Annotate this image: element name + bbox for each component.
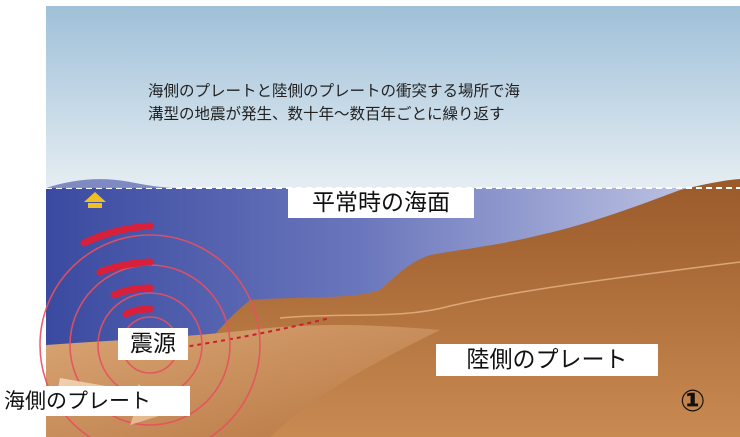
description-line-2: 溝型の地震が発生、数十年～数百年ごとに繰り返す <box>148 105 505 123</box>
land-plate-label: 陸側のプレート <box>436 344 658 376</box>
wave-arcs <box>80 222 154 318</box>
wave-arc-3 <box>110 284 154 299</box>
normal-sea-level-label: 平常時の海面 <box>288 188 474 218</box>
up-arrow-icon <box>84 192 106 208</box>
panel-number: ① <box>680 384 706 419</box>
sky <box>46 6 740 190</box>
wave-arc-1 <box>80 222 154 247</box>
wave-arc-2 <box>96 258 154 276</box>
ocean-plate-label: 海側のプレート <box>0 386 190 416</box>
hypocenter-label: 震源 <box>118 328 188 360</box>
wave-arc-4 <box>122 305 154 318</box>
description-line-1: 海側のプレートと陸側のプレートの衝突する場所で海 <box>148 82 521 100</box>
land-strata-line <box>279 261 740 319</box>
sea-surface-crest <box>46 179 180 188</box>
seismic-ring-4 <box>39 234 261 437</box>
description-text: 海側のプレートと陸側のプレートの衝突する場所で海 溝型の地震が発生、数十年～数百… <box>148 80 520 126</box>
